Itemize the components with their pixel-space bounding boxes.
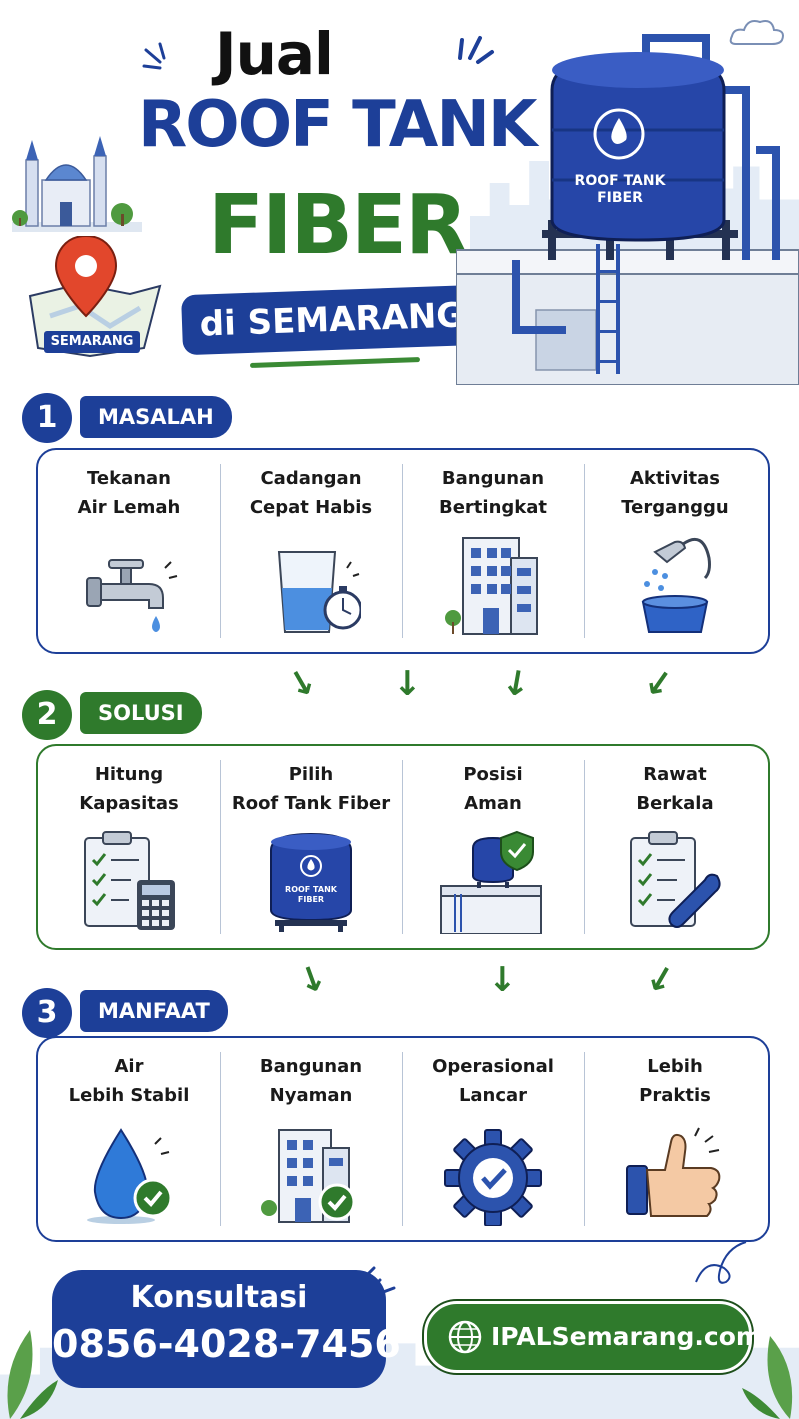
list-item: Hitung Kapasitas [38, 746, 220, 948]
item-label: Bangunan Bertingkat [439, 468, 547, 518]
arrow-down-icon: ↓ [393, 664, 422, 704]
arrow-down-icon: ↓ [279, 659, 325, 709]
solusi-box: Hitung Kapasitas Pilih Roof Tank Fiber R… [36, 744, 770, 950]
arrow-down-icon: ↓ [635, 659, 682, 709]
section-title: MASALAH [80, 396, 232, 438]
clipboard-calculator-icon [84, 831, 175, 930]
item-label: Hitung Kapasitas [79, 764, 179, 814]
divider [220, 1052, 221, 1226]
clipboard-wrench-icon [630, 831, 721, 928]
divider [220, 464, 221, 638]
list-item: Posisi Aman [402, 746, 584, 948]
phone-number: 0856-4028-7456 [52, 1322, 401, 1366]
tank-label-1: ROOF TANK [575, 173, 667, 189]
swirl-icon [695, 1241, 747, 1284]
item-label: Tekanan Air Lemah [77, 468, 181, 518]
cloud-icon [729, 20, 784, 45]
section-title: SOLUSI [80, 692, 202, 734]
item-label: Aktivitas Terganggu [621, 468, 729, 518]
building-check-icon [261, 1129, 356, 1223]
arrow-down-icon: ↓ [498, 661, 534, 707]
divider [402, 464, 403, 638]
title-underline [249, 357, 421, 368]
tank-text-1: ROOF TANK [285, 885, 338, 894]
list-item: Lebih Praktis [584, 1038, 766, 1240]
water-glass-timer-icon [277, 551, 361, 633]
section-number: 2 [22, 690, 72, 740]
leaf-icon [7, 1330, 58, 1419]
thumbs-up-icon [626, 1127, 721, 1217]
building-icon [445, 537, 538, 635]
divider [402, 1052, 403, 1226]
section-number: 3 [22, 988, 72, 1038]
consult-label: Konsultasi [130, 1280, 308, 1315]
item-label: Lebih Praktis [639, 1056, 711, 1106]
divider [584, 464, 585, 638]
list-item: Air Lebih Stabil [38, 1038, 220, 1240]
manfaat-box: Air Lebih Stabil Bangunan Nyaman [36, 1036, 770, 1242]
divider [402, 760, 403, 934]
roof-tank-illustration: ROOF TANK FIBER [456, 34, 799, 385]
website-text: IPALSemarang.com [491, 1322, 762, 1351]
semarang-landmark-icon [12, 136, 142, 232]
city-banner: di SEMARANG [181, 284, 483, 356]
tank-text-2: FIBER [298, 895, 324, 904]
title-jual: Jual [215, 20, 334, 88]
tank-label-2: FIBER [597, 190, 643, 206]
tank-icon: ROOF TANK FIBER [270, 832, 352, 932]
sparkle-icon [458, 36, 494, 64]
list-item: Cadangan Cepat Habis [220, 450, 402, 652]
arrow-down-icon: ↓ [292, 956, 333, 1004]
divider [220, 760, 221, 934]
list-item: Pilih Roof Tank Fiber ROOF TANK FIBER [220, 746, 402, 948]
item-label: Cadangan Cepat Habis [249, 468, 373, 518]
arrow-down-icon: ↓ [637, 955, 683, 1005]
item-label: Pilih Roof Tank Fiber [231, 764, 391, 814]
list-item: Rawat Berkala [584, 746, 766, 948]
list-item: Operasional Lancar [402, 1038, 584, 1240]
divider [584, 760, 585, 934]
masalah-box: Tekanan Air Lemah Cadangan Cepat Habis [36, 448, 770, 654]
section-number: 1 [22, 393, 72, 443]
title-roof-tank: ROOF TANK [138, 88, 537, 162]
leaf-icon [742, 1336, 793, 1419]
list-item: Tekanan Air Lemah [38, 450, 220, 652]
divider [584, 1052, 585, 1226]
list-item: Aktivitas Terganggu [584, 450, 766, 652]
item-label: Posisi Aman [463, 764, 523, 814]
shower-bucket-icon [641, 537, 711, 633]
map-label: SEMARANG [44, 331, 140, 353]
item-label: Operasional Lancar [432, 1056, 554, 1106]
consultation-phone-button[interactable]: Konsultasi 0856-4028-7456 [52, 1270, 401, 1388]
list-item: Bangunan Nyaman [220, 1038, 402, 1240]
faucet-icon [86, 559, 178, 632]
title-fiber: FIBER [208, 178, 468, 273]
sparkle-icon [142, 42, 166, 70]
list-item: Bangunan Bertingkat [402, 450, 584, 652]
item-label: Air Lebih Stabil [68, 1056, 190, 1106]
arrow-down-icon: ↓ [488, 960, 517, 1000]
section-title: MANFAAT [80, 990, 228, 1032]
globe-icon [448, 1320, 482, 1354]
tank-shield-icon [440, 830, 542, 934]
website-link[interactable]: IPALSemarang.com [424, 1301, 762, 1373]
item-label: Rawat Berkala [636, 764, 714, 814]
water-drop-check-icon [87, 1128, 173, 1224]
item-label: Bangunan Nyaman [259, 1056, 363, 1106]
gear-check-icon [444, 1129, 542, 1226]
